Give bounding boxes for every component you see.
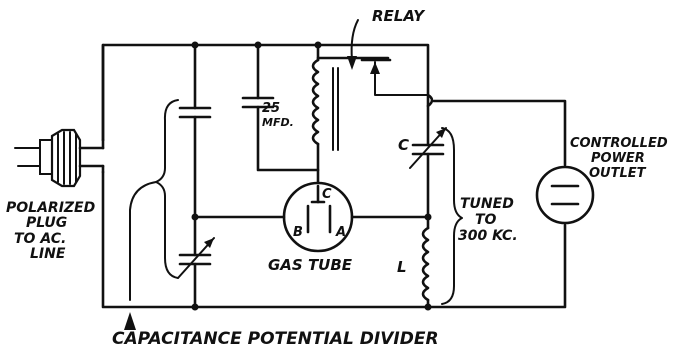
plug-label-1: POLARIZED: [6, 200, 95, 216]
outlet-label-3: OUTLET: [589, 166, 647, 181]
tube-b-label: B: [293, 225, 303, 240]
plug-label-4: LINE: [30, 246, 66, 262]
inductor-l-label: L: [397, 258, 407, 276]
outlet-wires: [426, 93, 567, 309]
plug-label-3: TO AC.: [14, 231, 66, 247]
plug-label-2: PLUG: [26, 215, 67, 231]
tube-c-label: C: [322, 187, 332, 202]
tube-a-label: A: [335, 225, 346, 240]
power-outlet-icon: [535, 165, 595, 225]
gas-tube-icon: [194, 181, 430, 253]
relay-label: RELAY: [372, 7, 426, 25]
outlet-label-2: POWER: [591, 151, 645, 166]
outlet-label-1: CONTROLLED: [570, 136, 668, 151]
tuned-label-1: TUNED: [460, 196, 514, 212]
relay-armature: [316, 19, 429, 96]
relay-coil: [311, 43, 339, 188]
tuned-circuit: [409, 93, 463, 309]
divider-label: CAPACITANCE POTENTIAL DIVIDER: [112, 329, 439, 349]
cap-unit-label: MFD.: [262, 116, 294, 129]
tuned-label-2: TO: [475, 212, 497, 228]
capacitor-25mfd: [241, 43, 320, 172]
polarized-plug-icon: [14, 128, 105, 188]
capacitor-c-label: C: [398, 136, 409, 154]
gas-tube-label: GAS TUBE: [268, 256, 353, 274]
junction-dots: [191, 41, 432, 311]
divider-capacitors: [177, 43, 215, 309]
divider-brace: [124, 99, 179, 330]
cap-value-label: 25: [262, 101, 280, 116]
frame-wires: [101, 43, 430, 309]
tuned-label-3: 300 KC.: [458, 228, 518, 244]
